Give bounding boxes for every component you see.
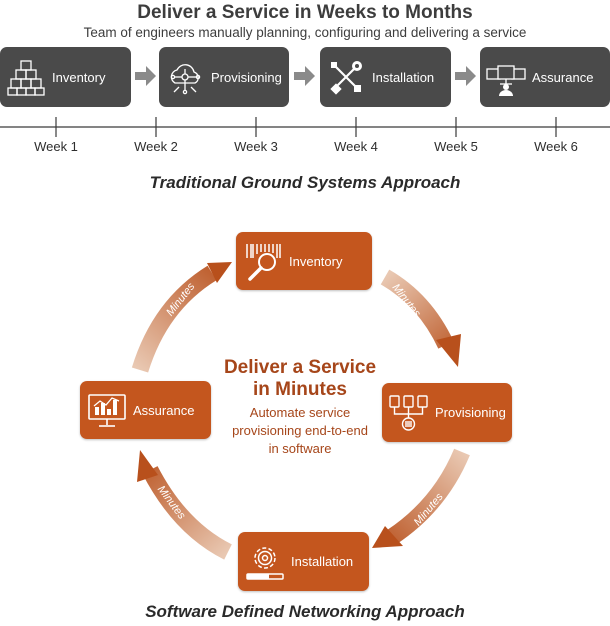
week-2-label: Week 2 xyxy=(134,139,178,154)
arrow-right-icon xyxy=(135,66,156,86)
arrowhead-icon xyxy=(137,450,158,482)
trad-step-provisioning-label: Provisioning xyxy=(211,69,282,85)
trad-step-inventory: Inventory xyxy=(0,47,131,107)
trad-step-provisioning: Provisioning xyxy=(159,47,289,107)
week-3-label: Week 3 xyxy=(234,139,278,154)
sdn-step-installation: Installation xyxy=(238,532,369,591)
sdn-center-text-line2: provisioning end-to-end xyxy=(232,423,368,438)
week-5-label: Week 5 xyxy=(434,139,478,154)
flow-tree-icon xyxy=(389,394,428,431)
trad-step-arrows xyxy=(135,66,476,86)
arrow-right-icon xyxy=(294,66,315,86)
gear-progress-icon xyxy=(246,546,284,580)
chart-monitor-icon xyxy=(88,394,126,427)
tools-icon xyxy=(330,61,362,95)
traditional-title: Deliver a Service in Weeks to Months xyxy=(137,2,473,23)
sdn-center-title-line1: Deliver a Service xyxy=(223,357,377,378)
traditional-subtitle: Team of engineers manually planning, con… xyxy=(83,25,527,40)
arrowhead-icon xyxy=(436,334,461,367)
sdn-step-provisioning-label: Provisioning xyxy=(435,405,506,420)
trad-step-assurance: Assurance xyxy=(480,47,610,107)
boxes-icon xyxy=(7,60,45,96)
traditional-approach-label: Traditional Ground Systems Approach xyxy=(149,173,461,192)
barcode-search-icon xyxy=(246,244,281,281)
sdn-step-installation-label: Installation xyxy=(291,554,354,569)
sdn-step-assurance: Assurance xyxy=(80,381,211,439)
sdn-center-title-line2: in Minutes xyxy=(253,379,347,400)
sdn-approach-label: Software Defined Networking Approach xyxy=(145,602,465,621)
sdn-step-inventory: Inventory xyxy=(236,232,372,290)
week-6-label: Week 6 xyxy=(534,139,578,154)
trad-timeline xyxy=(0,66,610,137)
sdn-center-text-line3: in software xyxy=(268,441,332,456)
sdn-step-inventory-label: Inventory xyxy=(289,253,343,269)
week-1-label: Week 1 xyxy=(34,139,78,154)
progress-fill xyxy=(247,573,269,579)
monitors-icon xyxy=(486,65,526,96)
timeline-ticks xyxy=(55,117,557,137)
circuit-cloud-icon xyxy=(170,64,201,95)
arrow-assurance-to-inventory xyxy=(131,265,217,373)
sdn-step-assurance-label: Assurance xyxy=(133,402,195,418)
trad-step-installation-label: Installation xyxy=(372,69,435,85)
sdn-step-provisioning: Provisioning xyxy=(382,383,512,442)
week-4-label: Week 4 xyxy=(334,139,378,154)
arrow-inventory-to-provisioning xyxy=(380,269,454,349)
trad-step-installation: Installation xyxy=(320,47,451,107)
arrow-right-icon xyxy=(455,66,476,86)
trad-step-assurance-label: Assurance xyxy=(532,69,594,85)
arrow-installation-to-assurance xyxy=(142,466,232,560)
arrowhead-icon xyxy=(207,262,232,283)
trad-step-inventory-label: Inventory xyxy=(52,69,106,85)
sdn-center-text-line1: Automate service xyxy=(249,405,351,420)
arrowhead-icon xyxy=(372,526,403,548)
arrow-provisioning-to-installation xyxy=(387,448,470,545)
